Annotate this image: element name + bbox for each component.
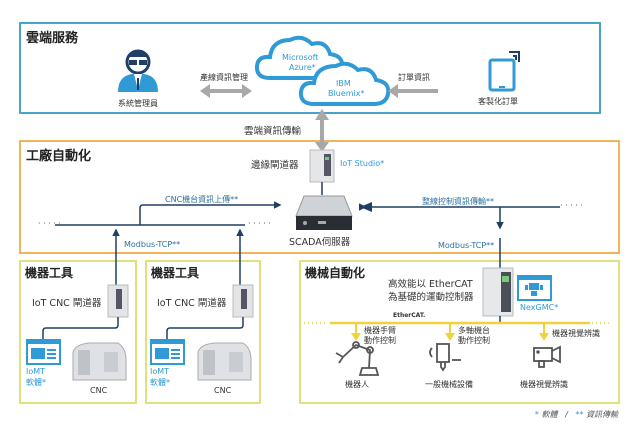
- cnc-label-1: CNC: [90, 386, 108, 395]
- legend: * 軟體 / ** 資訊傳輸: [535, 409, 618, 420]
- cnc-machine-1: [72, 342, 127, 381]
- multiaxis-control-line1: 多軸機台: [458, 326, 490, 335]
- multiaxis-control-line2: 動作控制: [458, 336, 490, 345]
- vision-control-line1: 機器視覺辨識: [552, 329, 600, 338]
- cloud-section-title: 雲端服務: [26, 31, 79, 46]
- cloud-services-section: [19, 22, 601, 114]
- order-info-arrow: [388, 84, 438, 98]
- left-bus-dots: · · · · ·: [38, 219, 61, 228]
- robot-arm-control-line1: 機器手臂: [364, 326, 396, 335]
- factory-section-title: 工廠自動化: [26, 149, 92, 164]
- machine-automation-title: 機械自動化: [305, 266, 366, 280]
- production-info-label: 產線資訊管理: [200, 73, 248, 82]
- machine-tool-title-2: 機器工具: [151, 266, 200, 280]
- azure-line2: Azure*: [289, 63, 316, 72]
- scada-server-device: [295, 195, 353, 230]
- cloud-transfer-label: 雲端資訊傳輸: [244, 126, 302, 137]
- iot-cnc-gateway-1: [107, 284, 129, 318]
- iomt-line1-2: IoMT: [150, 367, 170, 376]
- yellow-arrow-multiaxis: [445, 323, 455, 341]
- iot-cnc-gateway-label-1: IoT CNC 閘道器: [32, 298, 102, 309]
- legend-software-label: 軟體: [541, 410, 558, 419]
- machine-tool-section-2: [145, 260, 261, 404]
- cnc-label-2: CNC: [214, 386, 232, 395]
- modbus-left-label: Modbus-TCP**: [124, 240, 181, 249]
- robot-label: 機器人: [345, 380, 369, 389]
- machine-tool-section-1: [19, 260, 137, 404]
- machine-tool-title-1: 機器工具: [25, 266, 74, 280]
- admin-label: 系統管理員: [118, 99, 158, 108]
- order-info-label: 訂單資訊: [398, 73, 430, 82]
- azure-line1: Microsoft: [282, 53, 319, 62]
- iomt-software-icon-1: [26, 339, 61, 365]
- motion-controller-device: [482, 267, 514, 317]
- admin-person-icon: [118, 49, 158, 92]
- robot-arm-icon: [335, 341, 380, 376]
- vision-label: 機器視覺辨識: [520, 380, 568, 389]
- customer-order-label: 客製化訂單: [478, 97, 518, 106]
- yellow-arrow-vision: [539, 323, 549, 341]
- ethercat-logo: EtherCAT.: [393, 312, 426, 319]
- factory-automation-section: [19, 140, 620, 254]
- nexgmc-label: NexGMC*: [520, 303, 559, 312]
- general-machine-label: 一般機械設備: [425, 380, 473, 389]
- ibm-cloud-icon: [298, 61, 391, 106]
- legend-separator: /: [565, 410, 568, 419]
- modbus-right-label: Modbus-TCP**: [438, 241, 495, 250]
- iomt-line2-2: 軟體*: [150, 378, 170, 387]
- tablet-icon: [488, 51, 520, 92]
- yellow-arrow-robot: [351, 323, 361, 341]
- camera-icon: [533, 345, 561, 368]
- cnc-upload-arrow: [139, 201, 282, 225]
- controller-line1: 高效能以 EtherCAT: [388, 279, 473, 290]
- iot-cnc-gateway-label-2: IoT CNC 閘道器: [157, 298, 227, 309]
- robot-arm-control-line2: 動作控制: [364, 336, 396, 345]
- cnc-upload-label: CNC機台資訊上傳**: [165, 195, 239, 204]
- edge-gateway-label: 邊緣閘道器: [251, 160, 299, 171]
- legend-transfer-mark: **: [575, 410, 584, 419]
- spindle-icon: [429, 343, 461, 372]
- cloud-transfer-arrow: [315, 109, 329, 152]
- ibm-line2: Bluemix*: [328, 89, 365, 98]
- left-bus-dots-end: · · · · ·: [248, 219, 271, 228]
- iot-studio-label: IoT Studio*: [340, 159, 385, 168]
- iomt-line1-1: IoMT: [26, 367, 46, 376]
- cnc-machine-2: [197, 342, 252, 381]
- iomt-line2-1: 軟體*: [26, 378, 46, 387]
- controller-line2: 為基礎的運動控制器: [388, 292, 474, 303]
- legend-transfer-label: 資訊傳輸: [586, 410, 618, 419]
- iomt-software-icon-2: [150, 339, 185, 365]
- edge-gateway-device: [309, 149, 335, 183]
- machine-automation-section: [299, 260, 620, 404]
- admin-cloud-double-arrow: [200, 84, 252, 98]
- line-control-label: 整線控制資訊傳輸**: [422, 197, 494, 206]
- iot-cnc-gateway-2: [232, 284, 254, 318]
- legend-software-mark: *: [534, 410, 539, 419]
- scada-label: SCADA伺服器: [289, 237, 351, 248]
- nexgmc-software-icon: [517, 275, 552, 301]
- right-bus-dots: · · · · ·: [560, 201, 583, 210]
- ibm-line1: IBM: [336, 79, 351, 88]
